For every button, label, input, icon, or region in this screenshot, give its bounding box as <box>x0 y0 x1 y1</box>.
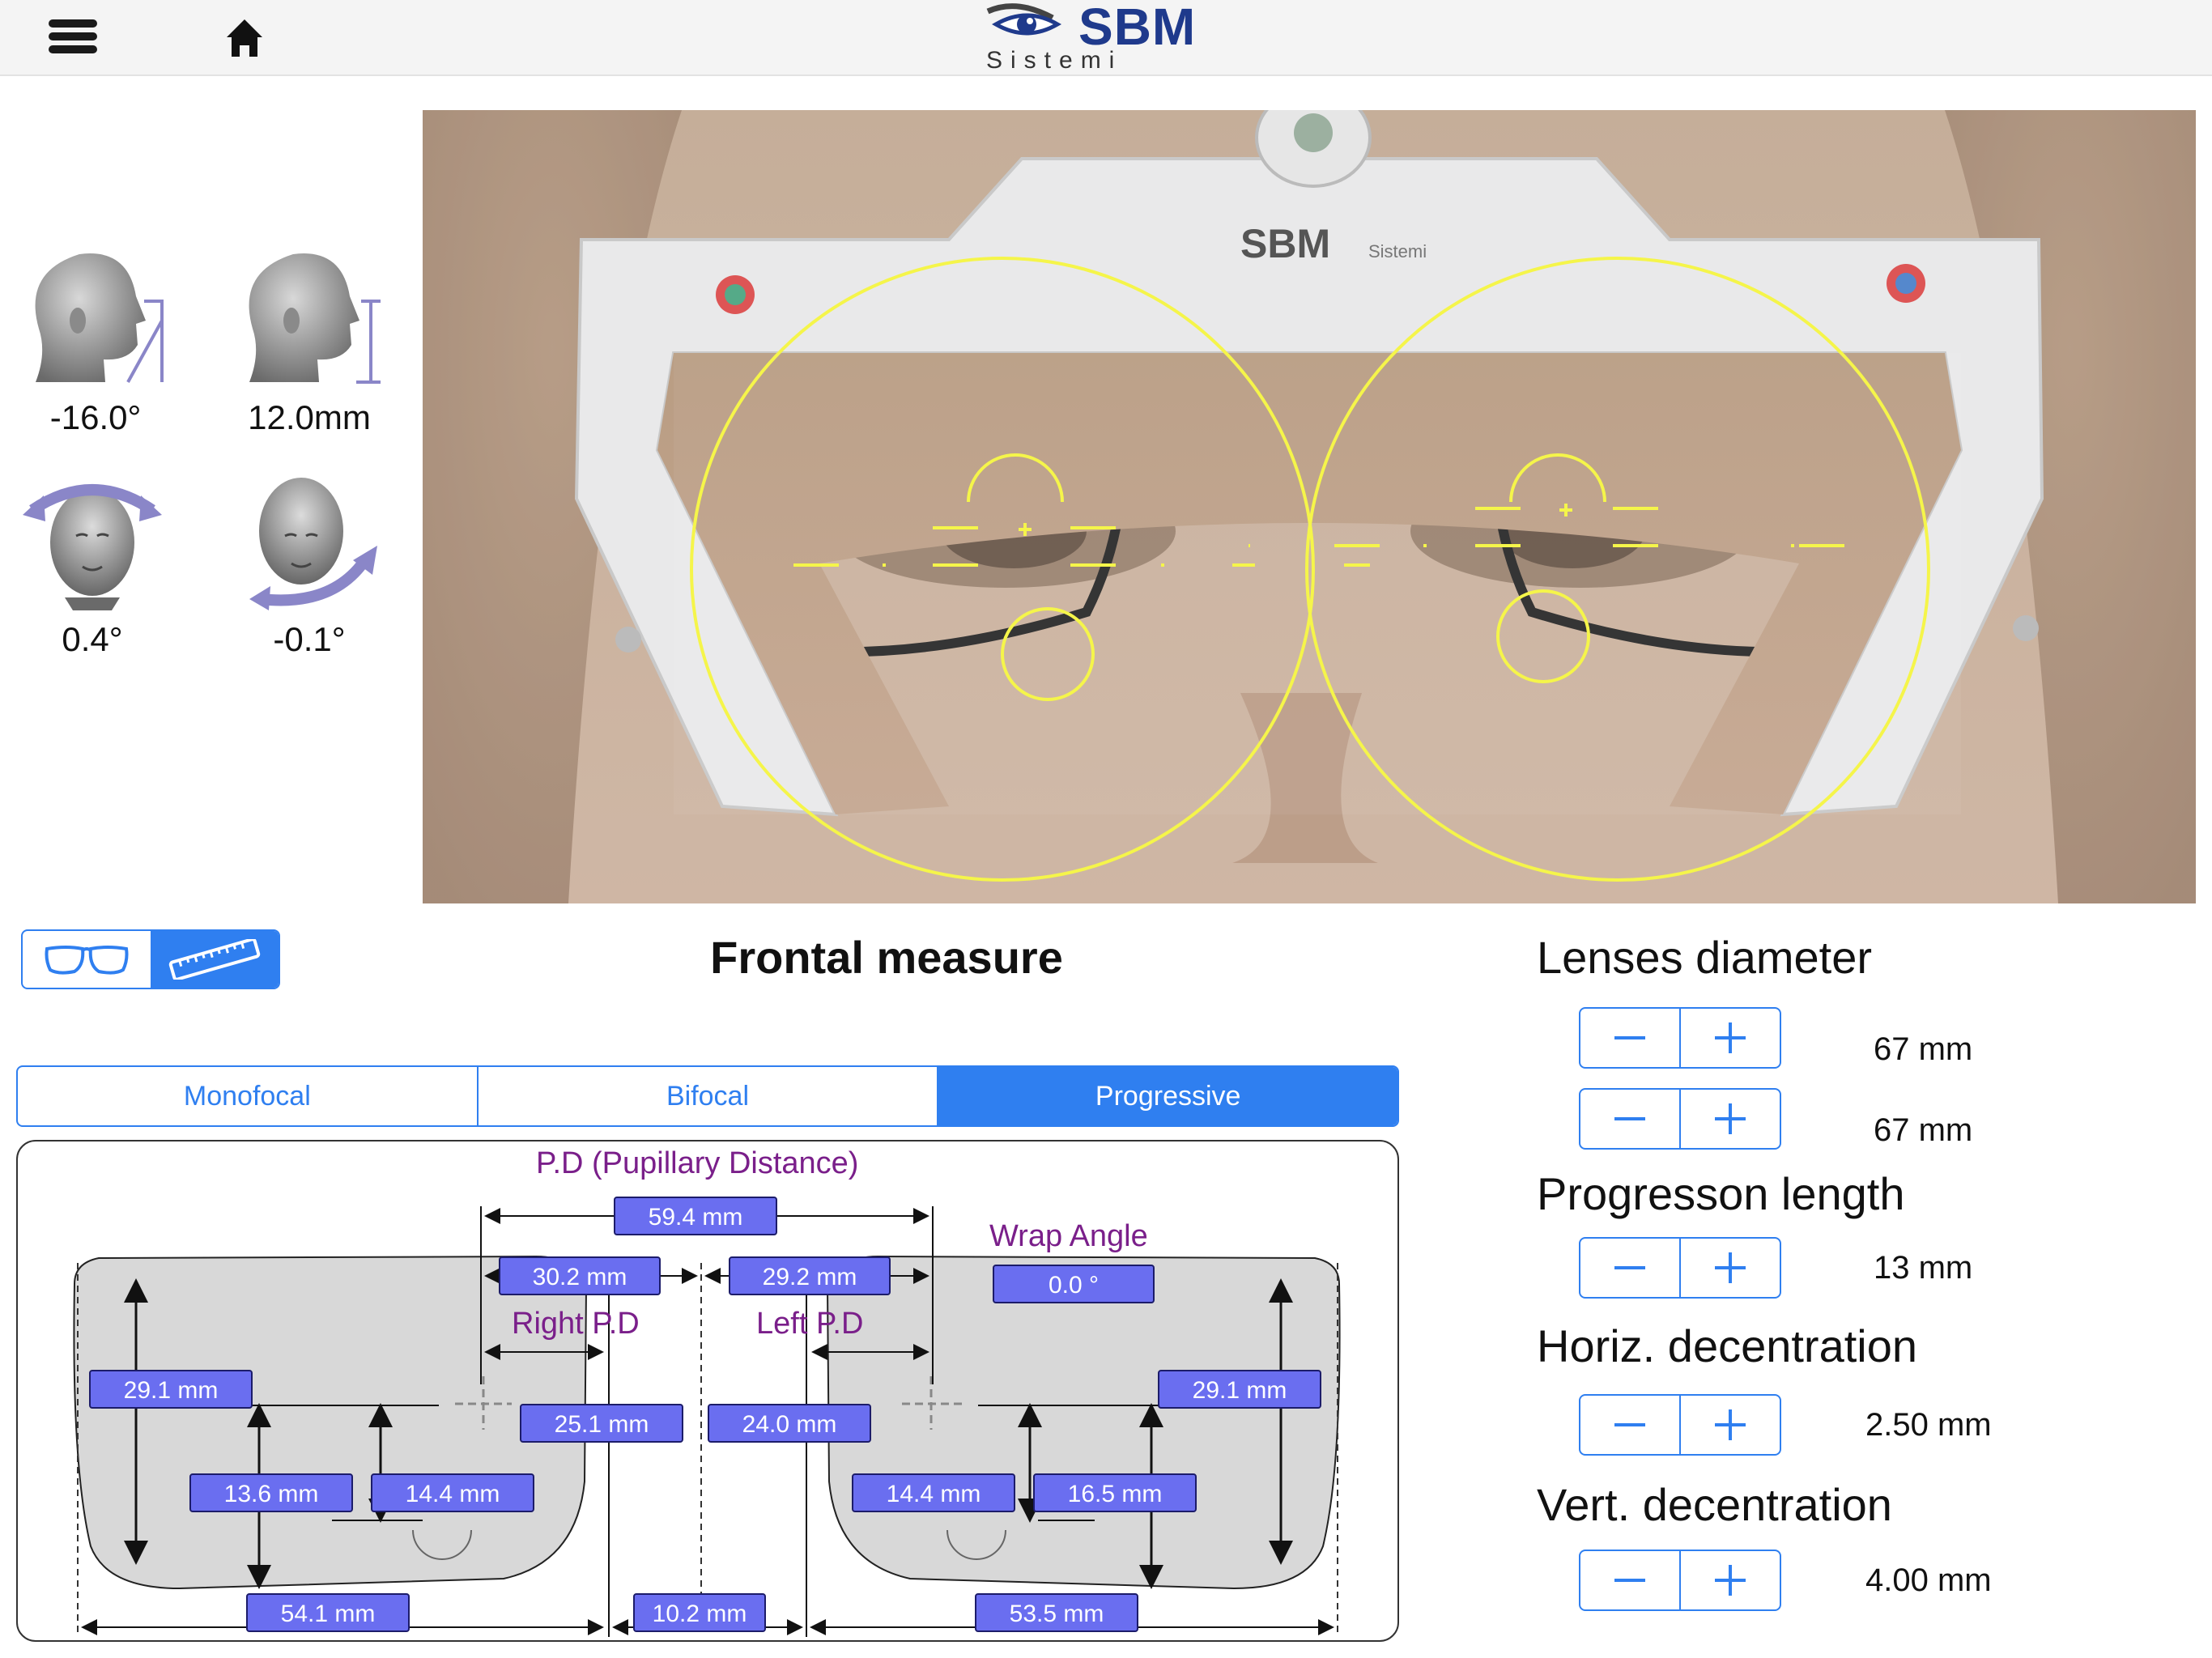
plus-icon <box>1715 1409 1746 1440</box>
lens-diameter-1-value: 67 mm <box>1874 1031 1973 1067</box>
menu-button[interactable] <box>49 16 102 58</box>
vertex-distance-indicator: 12.0mm <box>228 240 390 437</box>
head-side-icon <box>35 253 164 383</box>
head-rotation-value: 0.4° <box>62 620 123 658</box>
left-inner-value[interactable]: 24.0 mm <box>708 1404 871 1443</box>
plus-icon <box>1715 1252 1746 1283</box>
pd-label: P.D (Pupillary Distance) <box>536 1146 859 1180</box>
vert-decentration-value: 4.00 mm <box>1865 1562 1992 1598</box>
measurement-diagram: P.D (Pupillary Distance) Wrap Angle Righ… <box>16 1140 1399 1642</box>
vert-decentration-increment[interactable] <box>1681 1551 1780 1609</box>
horiz-decentration-increment[interactable] <box>1681 1396 1780 1454</box>
head-rotation-indicator: 0.4° <box>11 461 173 659</box>
measurement-overlay <box>690 257 1930 882</box>
right-pd-value[interactable]: 30.2 mm <box>499 1256 661 1295</box>
left-fitting-height-value[interactable]: 16.5 mm <box>1033 1473 1197 1512</box>
plus-icon <box>1715 1565 1746 1596</box>
vert-decentration-label: Vert. decentration <box>1537 1479 1892 1530</box>
right-width-value[interactable]: 54.1 mm <box>246 1593 410 1632</box>
progression-length-stepper <box>1579 1237 1781 1299</box>
horiz-decentration-label: Horiz. decentration <box>1537 1320 1918 1371</box>
lens-diameter-1-decrement[interactable] <box>1580 1009 1681 1067</box>
head-tilt-value: -16.0° <box>49 398 142 436</box>
left-pd-label: Left P.D <box>756 1307 864 1341</box>
head-inclination-icon <box>249 478 377 610</box>
lens-diameter-2-increment[interactable] <box>1681 1090 1780 1148</box>
head-side-distance-icon <box>249 253 381 384</box>
progression-length-increment[interactable] <box>1681 1239 1780 1297</box>
brand-sub: Sistemi <box>986 47 1123 74</box>
minus-icon <box>1614 1036 1645 1039</box>
lens-diameter-1-increment[interactable] <box>1681 1009 1780 1067</box>
vert-decentration-stepper <box>1579 1550 1781 1611</box>
left-pd-value[interactable]: 29.2 mm <box>729 1256 891 1295</box>
plus-icon <box>1715 1103 1746 1134</box>
right-height-value[interactable]: 29.1 mm <box>89 1370 253 1409</box>
home-button[interactable] <box>220 13 269 62</box>
plus-icon <box>1715 1022 1746 1053</box>
lens-diameter-2-stepper <box>1579 1088 1781 1150</box>
glasses-mode-button[interactable] <box>23 931 151 988</box>
page-title: Frontal measure <box>710 932 1063 983</box>
lens-diameter-2-decrement[interactable] <box>1580 1090 1681 1148</box>
pd-total-value[interactable]: 59.4 mm <box>614 1197 777 1235</box>
right-fitting-height-value[interactable]: 13.6 mm <box>189 1473 353 1512</box>
lens-diameter-1-stepper <box>1579 1007 1781 1069</box>
head-inclination-value: -0.1° <box>273 620 346 658</box>
left-near-height-value[interactable]: 14.4 mm <box>852 1473 1015 1512</box>
tab-progressive[interactable]: Progressive <box>938 1067 1397 1125</box>
brand-name: SBM <box>1078 0 1197 56</box>
home-icon <box>227 19 262 57</box>
view-mode-toggle <box>21 929 280 989</box>
clip-brand-sub: Sistemi <box>1368 241 1427 261</box>
tab-bifocal[interactable]: Bifocal <box>479 1067 939 1125</box>
lens-diameter-2-value: 67 mm <box>1874 1112 1973 1148</box>
horiz-decentration-decrement[interactable] <box>1580 1396 1681 1454</box>
minus-icon <box>1614 1117 1645 1120</box>
menu-icon <box>49 19 97 28</box>
left-height-value[interactable]: 29.1 mm <box>1158 1370 1321 1409</box>
progression-length-value: 13 mm <box>1874 1250 1973 1286</box>
clip-brand: SBM <box>1240 221 1330 266</box>
lens-type-tabs: Monofocal Bifocal Progressive <box>16 1065 1399 1127</box>
right-pd-label: Right P.D <box>512 1307 640 1341</box>
horiz-decentration-stepper <box>1579 1394 1781 1456</box>
ruler-mode-button[interactable] <box>151 931 279 988</box>
vertex-distance-value: 12.0mm <box>248 398 371 436</box>
wrap-angle-label: Wrap Angle <box>989 1219 1148 1253</box>
progression-length-label: Progresson length <box>1537 1168 1905 1219</box>
lenses-diameter-label: Lenses diameter <box>1537 932 1873 983</box>
eye-logo-icon <box>986 3 1061 36</box>
minus-icon <box>1614 1266 1645 1269</box>
left-width-value[interactable]: 53.5 mm <box>975 1593 1138 1632</box>
sbm-logo: SBM Sistemi <box>985 0 1252 74</box>
glasses-icon <box>45 946 129 975</box>
menu-icon-bar <box>49 32 97 40</box>
tab-monofocal[interactable]: Monofocal <box>18 1067 479 1125</box>
progression-length-decrement[interactable] <box>1580 1239 1681 1297</box>
right-near-height-value[interactable]: 14.4 mm <box>371 1473 534 1512</box>
right-inner-value[interactable]: 25.1 mm <box>520 1404 683 1443</box>
menu-icon-bar <box>49 45 97 53</box>
minus-icon <box>1614 1423 1645 1426</box>
bridge-value[interactable]: 10.2 mm <box>633 1593 766 1632</box>
camera-photo[interactable]: SBM Sistemi <box>423 110 2196 903</box>
vert-decentration-decrement[interactable] <box>1580 1551 1681 1609</box>
head-tilt-indicator: -16.0° <box>15 240 177 437</box>
horiz-decentration-value: 2.50 mm <box>1865 1407 1992 1443</box>
head-inclination-indicator: -0.1° <box>228 461 390 659</box>
wrap-angle-value[interactable]: 0.0 ° <box>993 1265 1155 1303</box>
head-rotation-icon <box>23 484 162 610</box>
minus-icon <box>1614 1579 1645 1582</box>
ruler-icon <box>168 939 261 980</box>
top-bar: SBM Sistemi <box>0 0 2212 76</box>
